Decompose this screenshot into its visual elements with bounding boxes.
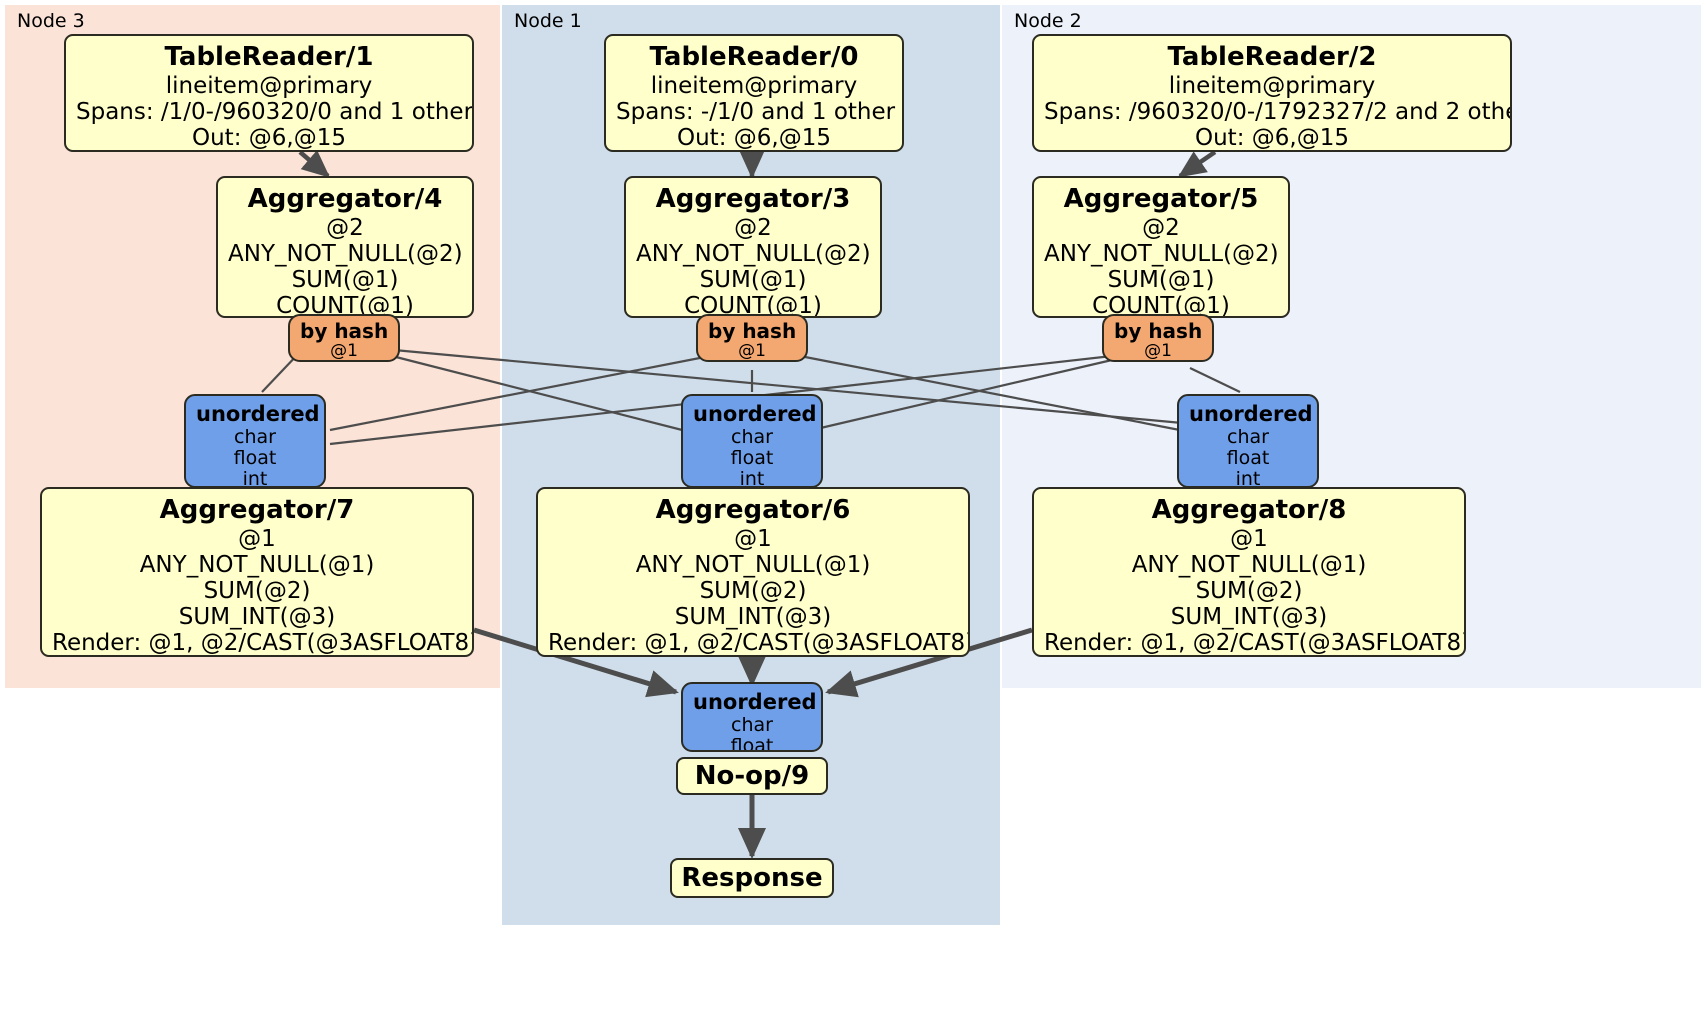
aggregator-6-group: @1	[734, 525, 772, 552]
aggregator-7-agg-3: SUM_INT(@3)	[178, 603, 336, 630]
router-by-hash-node-2-column: @1	[1144, 341, 1172, 362]
receiver-unordered-node-3[interactable]: unordered char float int	[184, 394, 326, 488]
receiver-unordered-node-3-type-2: float	[233, 447, 277, 470]
aggregator-3-title: Aggregator/3	[655, 184, 851, 214]
receiver-unordered-node-1-type-3: int	[739, 468, 765, 488]
receiver-unordered-node-3-type-1: char	[234, 425, 276, 448]
aggregator-6[interactable]: Aggregator/6 @1 ANY_NOT_NULL(@1) SUM(@2)…	[536, 487, 970, 657]
receiver-unordered-node-2[interactable]: unordered char float int	[1177, 394, 1319, 488]
aggregator-5-title: Aggregator/5	[1063, 184, 1259, 214]
aggregator-8-title: Aggregator/8	[1151, 495, 1347, 525]
aggregator-7-agg-1: ANY_NOT_NULL(@1)	[139, 551, 375, 578]
table-reader-0-table: lineitem@primary	[650, 72, 858, 99]
aggregator-8-agg-3: SUM_INT(@3)	[1170, 603, 1328, 630]
aggregator-4-agg-2: SUM(@1)	[291, 266, 399, 293]
aggregator-6-agg-2: SUM(@2)	[699, 577, 807, 604]
aggregator-6-agg-1: ANY_NOT_NULL(@1)	[635, 551, 871, 578]
table-reader-2-table: lineitem@primary	[1168, 72, 1376, 99]
panel-node-3-label: Node 3	[17, 10, 85, 32]
receiver-unordered-node-3-type-3: int	[242, 468, 268, 488]
aggregator-3-agg-3: COUNT(@1)	[684, 292, 822, 318]
aggregator-5-group: @2	[1142, 214, 1180, 241]
aggregator-4-title: Aggregator/4	[247, 184, 443, 214]
aggregator-6-title: Aggregator/6	[655, 495, 851, 525]
router-by-hash-node-3[interactable]: by hash @1	[288, 314, 400, 362]
router-by-hash-node-1[interactable]: by hash @1	[696, 314, 808, 362]
aggregator-8-agg-2: SUM(@2)	[1195, 577, 1303, 604]
aggregator-7-render: Render: @1, @2/CAST(@3ASFLOAT8)	[52, 629, 474, 656]
aggregator-5-agg-2: SUM(@1)	[1107, 266, 1215, 293]
response-node-title: Response	[681, 862, 823, 893]
aggregator-6-agg-3: SUM_INT(@3)	[674, 603, 832, 630]
table-reader-1-table: lineitem@primary	[165, 72, 373, 99]
receiver-unordered-node-2-type-1: char	[1227, 425, 1269, 448]
receiver-unordered-final[interactable]: unordered char float	[681, 682, 823, 752]
aggregator-6-render: Render: @1, @2/CAST(@3ASFLOAT8)	[548, 629, 970, 656]
aggregator-7-group: @1	[238, 525, 276, 552]
aggregator-3-agg-2: SUM(@1)	[699, 266, 807, 293]
table-reader-2-title: TableReader/2	[1167, 42, 1377, 72]
table-reader-0-spans: Spans: -/1/0 and 1 other	[616, 98, 896, 125]
router-by-hash-node-2[interactable]: by hash @1	[1102, 314, 1214, 362]
no-op-9[interactable]: No-op/9	[676, 757, 828, 795]
aggregator-5[interactable]: Aggregator/5 @2 ANY_NOT_NULL(@2) SUM(@1)…	[1032, 176, 1290, 318]
aggregator-8-agg-1: ANY_NOT_NULL(@1)	[1131, 551, 1367, 578]
aggregator-3-agg-1: ANY_NOT_NULL(@2)	[636, 240, 871, 267]
table-reader-1[interactable]: TableReader/1 lineitem@primary Spans: /1…	[64, 34, 474, 152]
router-by-hash-node-3-title: by hash	[300, 319, 389, 343]
router-by-hash-node-1-title: by hash	[708, 319, 797, 343]
aggregator-4[interactable]: Aggregator/4 @2 ANY_NOT_NULL(@2) SUM(@1)…	[216, 176, 474, 318]
receiver-unordered-node-1-title: unordered	[693, 402, 817, 426]
aggregator-8[interactable]: Aggregator/8 @1 ANY_NOT_NULL(@1) SUM(@2)…	[1032, 487, 1466, 657]
table-reader-1-spans: Spans: /1/0-/960320/0 and 1 other	[76, 98, 474, 125]
aggregator-8-group: @1	[1230, 525, 1268, 552]
table-reader-2[interactable]: TableReader/2 lineitem@primary Spans: /9…	[1032, 34, 1512, 152]
router-by-hash-node-3-column: @1	[330, 341, 358, 362]
table-reader-1-out: Out: @6,@15	[192, 124, 346, 151]
receiver-unordered-node-2-type-2: float	[1226, 447, 1270, 470]
table-reader-1-title: TableReader/1	[164, 42, 374, 72]
table-reader-0[interactable]: TableReader/0 lineitem@primary Spans: -/…	[604, 34, 904, 152]
aggregator-7-title: Aggregator/7	[159, 495, 355, 525]
panel-node-2-label: Node 2	[1014, 10, 1082, 32]
no-op-9-title: No-op/9	[694, 760, 810, 791]
receiver-unordered-final-title: unordered	[693, 690, 817, 714]
aggregator-8-render: Render: @1, @2/CAST(@3ASFLOAT8)	[1044, 629, 1466, 656]
aggregator-5-agg-3: COUNT(@1)	[1092, 292, 1230, 318]
receiver-unordered-node-1-type-2: float	[730, 447, 774, 470]
table-reader-0-title: TableReader/0	[649, 42, 859, 72]
table-reader-2-spans: Spans: /960320/0-/1792327/2 and 2 others	[1044, 98, 1512, 125]
receiver-unordered-final-type-1: char	[731, 713, 773, 736]
aggregator-3-group: @2	[734, 214, 772, 241]
panel-node-1-label: Node 1	[514, 10, 582, 32]
response-node[interactable]: Response	[670, 858, 834, 898]
receiver-unordered-node-2-title: unordered	[1189, 402, 1313, 426]
aggregator-7[interactable]: Aggregator/7 @1 ANY_NOT_NULL(@1) SUM(@2)…	[40, 487, 474, 657]
receiver-unordered-node-1[interactable]: unordered char float int	[681, 394, 823, 488]
aggregator-4-group: @2	[326, 214, 364, 241]
aggregator-5-agg-1: ANY_NOT_NULL(@2)	[1044, 240, 1279, 267]
receiver-unordered-node-3-title: unordered	[196, 402, 320, 426]
aggregator-4-agg-3: COUNT(@1)	[276, 292, 414, 318]
table-reader-2-out: Out: @6,@15	[1195, 124, 1349, 151]
aggregator-4-agg-1: ANY_NOT_NULL(@2)	[228, 240, 463, 267]
router-by-hash-node-1-column: @1	[738, 341, 766, 362]
table-reader-0-out: Out: @6,@15	[677, 124, 831, 151]
router-by-hash-node-2-title: by hash	[1114, 319, 1203, 343]
receiver-unordered-node-1-type-1: char	[731, 425, 773, 448]
receiver-unordered-final-type-2: float	[730, 735, 774, 752]
aggregator-7-agg-2: SUM(@2)	[203, 577, 311, 604]
receiver-unordered-node-2-type-3: int	[1235, 468, 1261, 488]
aggregator-3[interactable]: Aggregator/3 @2 ANY_NOT_NULL(@2) SUM(@1)…	[624, 176, 882, 318]
